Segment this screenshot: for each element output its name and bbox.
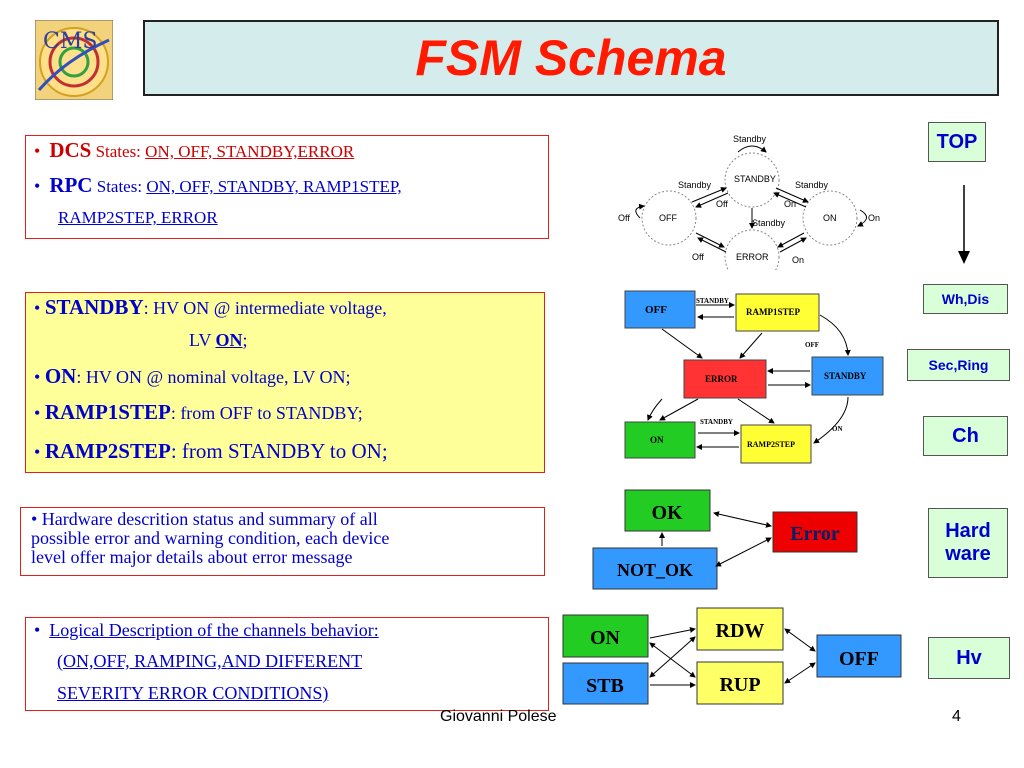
svg-text:STANDBY: STANDBY [824, 371, 867, 381]
svg-text:RAMP1STEP: RAMP1STEP [746, 307, 801, 317]
svg-text:STANDBY: STANDBY [734, 174, 776, 184]
rpc-standby-state [811, 356, 884, 396]
hierarchy-ch: Ch [923, 416, 1008, 456]
on-def: • ON: HV ON @ nominal voltage, LV ON; [34, 364, 351, 388]
svg-text:OK: OK [651, 502, 683, 524]
rpc-states-value: ON, OFF, STANDBY, RAMP1STEP, [146, 177, 402, 196]
error-state [724, 229, 780, 270]
footer-author: Giovanni Polese [440, 708, 557, 725]
dcs-states-value: ON, OFF, STANDBY,ERROR [145, 142, 355, 161]
svg-text:OFF: OFF [805, 341, 819, 349]
hardware-status-diagram: OK Error NOT_OK [592, 489, 858, 590]
svg-text:NOT_OK: NOT_OK [617, 560, 693, 580]
rpc-on-state [624, 421, 696, 459]
rpc-ramp1step-state [735, 293, 820, 332]
logical-line-2: (ON,OFF, RAMPING,AND DIFFERENT [57, 651, 363, 671]
on-state [802, 190, 858, 246]
svg-text:Off: Off [692, 252, 704, 262]
dcs-states-line: • DCS States: ON, OFF, STANDBY,ERROR [34, 138, 355, 162]
page-number: 4 [952, 708, 961, 725]
rpc-states-cont: RAMP2STEP, ERROR [58, 208, 218, 227]
svg-text:On: On [784, 199, 796, 209]
svg-text:Standby: Standby [752, 218, 786, 228]
svg-text:ERROR: ERROR [705, 374, 738, 384]
hierarchy-top: TOP [928, 122, 986, 162]
hierarchy-hardware: Hard ware [928, 508, 1008, 578]
channel-on-state [562, 614, 649, 658]
channel-off-state [816, 634, 902, 678]
ramp1step-def: • RAMP1STEP: from OFF to STANDBY; [34, 400, 363, 424]
hardware-description-box: • Hardware descrition status and summary… [20, 507, 545, 576]
dcs-label: DCS [49, 138, 92, 162]
svg-text:ON: ON [823, 213, 837, 223]
hierarchy-arrow [958, 185, 970, 264]
hierarchy-whdis: Wh,Dis [923, 284, 1008, 314]
hw-line-1: • Hardware descrition status and summary… [31, 509, 378, 529]
off-state [641, 190, 697, 246]
svg-text:ERROR: ERROR [736, 252, 769, 262]
page-title: FSM Schema [415, 30, 727, 86]
hw-line-3: level offer major details about error me… [31, 547, 353, 567]
logical-line-1: • Logical Description of the channels be… [34, 620, 379, 640]
error-state-box [772, 511, 858, 553]
svg-text:RDW: RDW [716, 620, 765, 642]
channel-stb-state [562, 662, 649, 705]
rpc-states-line: • RPC States: ON, OFF, STANDBY, RAMP1STE… [34, 173, 402, 197]
rpc-state-diagram: OFF RAMP1STEP ERROR STANDBY ON RAMP2STEP… [624, 290, 884, 464]
channel-rdw-state [696, 607, 784, 651]
dcs-rpc-states-box: • DCS States: ON, OFF, STANDBY,ERROR • R… [25, 135, 549, 239]
not-ok-state [592, 547, 718, 590]
svg-text:Off: Off [716, 199, 728, 209]
svg-text:RUP: RUP [719, 674, 760, 696]
svg-text:STANDBY: STANDBY [696, 297, 729, 305]
svg-text:Error: Error [790, 523, 840, 545]
state-definitions-box: • STANDBY: HV ON @ intermediate voltage,… [25, 292, 545, 473]
standby-def: • STANDBY: HV ON @ intermediate voltage, [34, 295, 387, 319]
standby-lv: LV ON; [189, 330, 248, 350]
logical-line-3: SEVERITY ERROR CONDITIONS) [57, 683, 329, 703]
svg-text:RAMP2STEP: RAMP2STEP [747, 440, 795, 449]
rpc-ramp2step-state [740, 424, 812, 464]
logical-description-box: • Logical Description of the channels be… [25, 617, 549, 711]
svg-text:OFF: OFF [645, 304, 667, 316]
rpc-error-state [683, 359, 767, 399]
cms-logo: CMS [34, 19, 114, 101]
ramp2step-def: • RAMP2STEP: from STANDBY to ON; [34, 439, 388, 463]
logo-text: CMS [43, 29, 97, 54]
rpc-off-state [624, 290, 696, 329]
svg-text:On: On [792, 255, 804, 265]
svg-text:STANDBY: STANDBY [700, 418, 733, 426]
svg-text:ON: ON [650, 435, 664, 445]
svg-text:Standby: Standby [733, 134, 767, 144]
rpc-label: RPC [49, 173, 93, 197]
svg-text:Off: Off [618, 213, 630, 223]
ok-state [624, 489, 711, 532]
svg-text:Standby: Standby [678, 180, 712, 190]
svg-text:Standby: Standby [795, 180, 829, 190]
title-banner: FSM Schema [143, 20, 999, 96]
dcs-state-diagram: STANDBY OFF ON ERROR Standby Standby Sta… [618, 134, 880, 270]
hierarchy-hv: Hv [928, 637, 1010, 679]
hw-line-2: possible error and warning condition, ea… [31, 528, 390, 548]
svg-text:ON: ON [832, 425, 843, 433]
channel-state-diagram: ON STB RDW RUP OFF [562, 607, 902, 705]
svg-text:On: On [868, 213, 880, 223]
hierarchy-secring: Sec,Ring [907, 349, 1010, 381]
svg-text:STB: STB [586, 675, 624, 697]
svg-text:ON: ON [590, 627, 621, 649]
svg-text:OFF: OFF [659, 213, 677, 223]
standby-state [724, 152, 780, 208]
channel-rup-state [696, 661, 784, 705]
svg-text:OFF: OFF [839, 648, 879, 670]
